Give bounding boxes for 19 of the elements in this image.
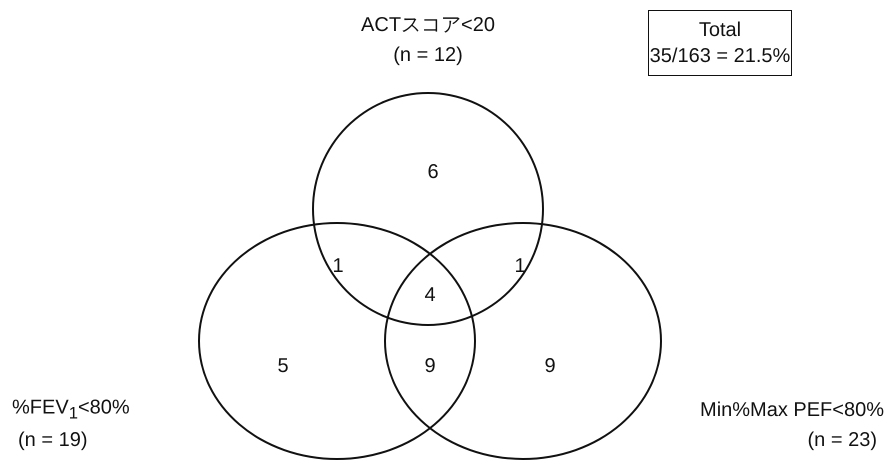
total-value: 35/163 = 21.5%	[650, 44, 790, 69]
venn-circle	[312, 92, 544, 326]
region-count: 6	[427, 162, 439, 182]
set-label: Min%Max PEF<80%	[700, 400, 884, 420]
set-count: (n = 19)	[18, 430, 88, 450]
region-count: 4	[424, 285, 436, 305]
venn-circle	[384, 222, 662, 460]
region-count: 5	[277, 356, 289, 376]
set-label: %FEV$_{1}$<80%	[12, 398, 130, 422]
set-count: (n = 12)	[393, 45, 463, 65]
set-count: (n = 23)	[808, 430, 877, 450]
total-heading: Total	[698, 18, 742, 43]
region-count: 1	[514, 256, 526, 276]
total-box	[648, 10, 792, 76]
venn-circle	[198, 222, 476, 460]
region-count: 9	[424, 356, 436, 376]
region-count: 9	[544, 356, 556, 376]
set-label: ACTスコア<20	[361, 15, 495, 35]
region-count: 1	[332, 256, 344, 276]
